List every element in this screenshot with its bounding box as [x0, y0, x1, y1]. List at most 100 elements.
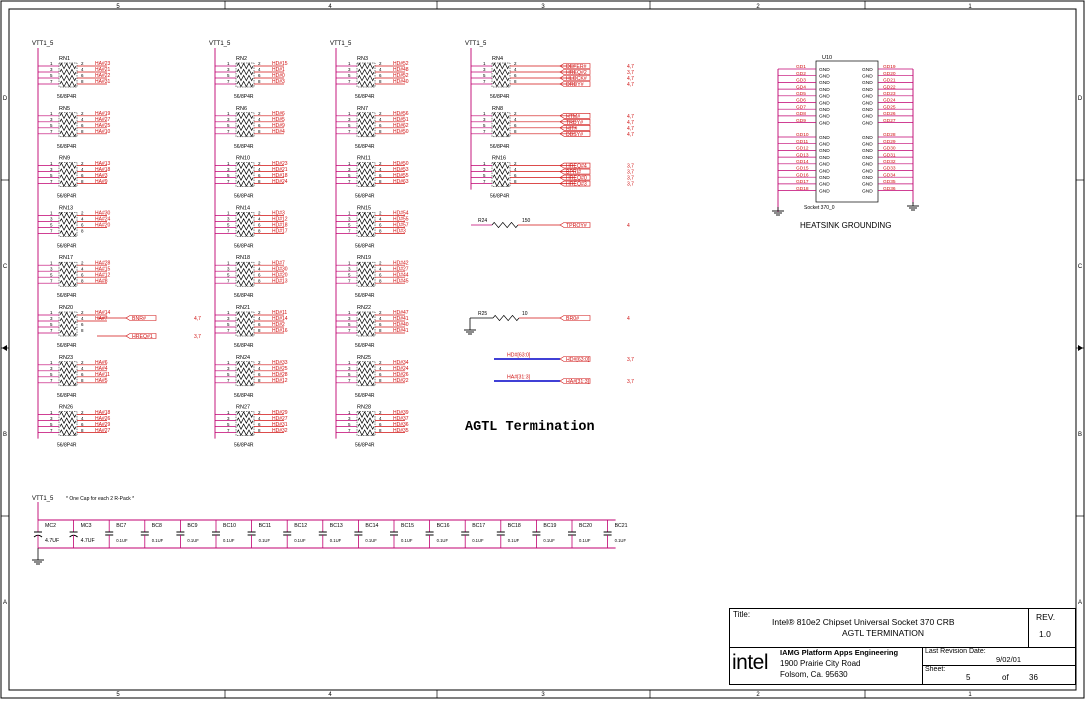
pin-number: 5 [50, 422, 53, 427]
rpack-ref: RN24 [236, 355, 250, 361]
zone-letter: D [1078, 96, 1083, 102]
cap-ref: BC20 [579, 523, 592, 529]
pin-number: 7 [50, 378, 53, 383]
pin-number: 3 [348, 167, 351, 172]
pin-number: 2 [81, 61, 84, 66]
pin-number: 4 [379, 167, 382, 172]
rpack-resistor [59, 429, 77, 436]
rpack-part-number: 56/8P4R [355, 443, 375, 449]
rpack-net-label: HD#41 [393, 328, 409, 334]
rpack-net-label: HD#20 [272, 272, 288, 278]
socket-pin-name: GND [819, 135, 830, 141]
r25-value: 10 [522, 311, 528, 317]
pin-number: 8 [258, 79, 261, 84]
org-line3: Folsom, Ca. 95630 [780, 670, 848, 679]
center-arrow [1078, 345, 1083, 351]
rpack-part-number: 56/8P4R [57, 343, 77, 349]
rpack-net-label: HD#24 [393, 366, 409, 372]
pin-number: 2 [514, 161, 517, 166]
rpack-resistor [59, 323, 77, 331]
offpage-flag [559, 356, 591, 362]
cap-ref: BC19 [543, 523, 556, 529]
title-line2: AGTL TERMINATION [842, 628, 925, 638]
pin-number: 6 [81, 372, 84, 377]
pin-number: 8 [258, 179, 261, 184]
rpack-resistor [59, 174, 77, 181]
offpage-flag [559, 180, 591, 187]
pin-number: 7 [483, 179, 486, 184]
rpack-net-label: HA#24 [95, 217, 111, 223]
pin-number: 5 [348, 123, 351, 128]
pin-number: 3 [348, 416, 351, 421]
cap-value: 0.1UF [294, 538, 306, 543]
rpack-resistor [236, 124, 254, 132]
pin-number: 6 [514, 173, 517, 178]
rpack-ref: RN18 [236, 255, 250, 261]
rpack-ref: RN9 [59, 156, 70, 162]
socket-net-label: GD24 [883, 98, 896, 104]
rpack-resistor [236, 417, 254, 424]
rpack-body [356, 411, 376, 436]
pin-number: 2 [379, 111, 382, 116]
zone-number: 2 [756, 692, 760, 698]
socket-pin-name: GND [862, 188, 873, 194]
pin-number: 8 [379, 278, 382, 283]
rpack-resistor [59, 218, 77, 225]
rpack-resistor [236, 379, 254, 387]
rpack-resistor [236, 80, 254, 88]
rpack-net-label: HD#13 [272, 278, 288, 284]
rpack-body [58, 62, 78, 88]
rpack-ref: RN17 [59, 255, 73, 261]
rpack-resistor [357, 112, 375, 120]
rpack-net-label: HD#39 [393, 410, 409, 416]
socket-net-label: GD4 [796, 84, 806, 90]
socket-pin-name: GND [819, 107, 830, 113]
pin-number: 6 [379, 422, 382, 427]
pin-number: 1 [227, 360, 230, 365]
socket-net-label: GD32 [883, 159, 896, 165]
pin-number: 3 [50, 217, 53, 222]
rpack-resistor [236, 112, 254, 120]
socket-pin-name: GND [819, 182, 830, 188]
pin-number: 6 [81, 223, 84, 228]
rpack-part-number: 56/8P4R [355, 393, 375, 399]
pin-number: 1 [50, 111, 53, 116]
pin-number: 5 [227, 372, 230, 377]
rpack-ref: RN13 [59, 205, 73, 211]
rpack-resistor [59, 417, 77, 424]
flag-net-label: HREQ#1 [132, 334, 153, 340]
pin-number: 4 [258, 117, 261, 122]
decoupling-capacitors: VTT1_5MC24.7UFMC34.7UFBC70.1UFBC80.1UFBC… [32, 496, 628, 565]
socket-net-label: GD29 [883, 139, 896, 145]
rpack-ref: RN20 [59, 305, 73, 311]
rpack-resistor [492, 124, 510, 132]
rpack-resistor [236, 267, 254, 275]
pin-number: 5 [348, 272, 351, 277]
cap-value: 0.1UF [259, 538, 271, 543]
rpack-net-label: HD#3 [393, 229, 406, 235]
pin-number: 4 [258, 316, 261, 321]
offpage-flag [559, 378, 591, 384]
socket-pin-name: GND [819, 162, 830, 168]
socket-net-label: GD7 [796, 104, 806, 110]
rpack-resistor [492, 168, 510, 175]
pin-number: 1 [227, 161, 230, 166]
rpack-ref: RN25 [357, 355, 371, 361]
rpack-body [356, 261, 376, 287]
pin-number: 6 [258, 173, 261, 178]
rpack-resistor [357, 279, 375, 287]
rpack-net-label: HD#23 [272, 161, 288, 167]
rpack-resistor [357, 168, 375, 175]
pin-number: 8 [379, 229, 382, 234]
pin-number: 7 [348, 79, 351, 84]
rpack-net-label: HA#31 [95, 79, 111, 85]
offpage-flag [559, 315, 591, 321]
rpack-body [58, 212, 78, 237]
pin-number: 7 [50, 129, 53, 134]
pin-number: 8 [258, 278, 261, 283]
zone-letter: B [3, 432, 7, 438]
pin-number: 7 [348, 129, 351, 134]
